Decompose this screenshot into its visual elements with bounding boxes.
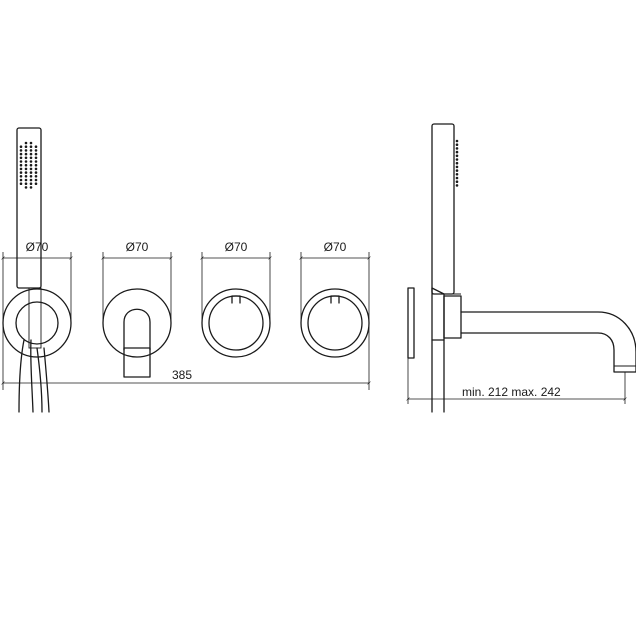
spray-nozzle-dot	[19, 145, 23, 148]
spray-nozzle-dot	[34, 145, 38, 148]
spray-nozzle-dot	[34, 171, 38, 174]
total-width-label: 385	[172, 368, 192, 382]
spray-nozzle-dot	[29, 171, 33, 174]
spray-nozzle-dot	[29, 141, 33, 145]
spout-projection-label: min. 212 max. 242	[462, 385, 561, 399]
spray-nozzle-dot	[455, 150, 459, 154]
hose-outlet-plate	[2, 288, 72, 358]
spray-nozzle-dot	[29, 149, 33, 152]
diameter-label-1: Ø70	[26, 240, 49, 254]
spray-nozzle-dot	[29, 167, 33, 171]
diameter-label-4: Ø70	[324, 240, 347, 254]
spray-nozzle-dot	[455, 143, 459, 146]
diverter-plate	[300, 288, 370, 358]
spray-nozzle-dot	[24, 171, 28, 174]
spray-nozzle-dot	[29, 152, 33, 156]
spray-nozzle-dot	[24, 152, 28, 156]
shower-hose	[18, 339, 50, 413]
spout-side	[460, 311, 636, 373]
spray-nozzle-dot	[19, 156, 23, 160]
spray-nozzle-dot	[455, 165, 459, 169]
spray-nozzle-dot	[34, 167, 38, 171]
spray-nozzle-dot	[24, 175, 28, 178]
spray-nozzle-dot	[29, 182, 33, 185]
spray-nozzle-dot	[24, 149, 28, 152]
spray-nozzle-dot	[29, 160, 33, 163]
wall-plate-side	[407, 287, 415, 359]
side-view: min. 212 max. 242	[406, 123, 636, 413]
spray-nozzle-dot	[24, 167, 28, 171]
spray-nozzle-dot	[34, 175, 38, 178]
spray-nozzle-dot	[455, 161, 459, 165]
spray-nozzle-dot	[24, 145, 28, 148]
spray-nozzle-dot	[455, 173, 459, 176]
spray-nozzle-dot	[29, 156, 33, 160]
mixer-plate	[201, 288, 271, 358]
spray-nozzle-dot	[19, 163, 23, 167]
spray-nozzle-dot	[29, 145, 33, 148]
spray-nozzle-dot	[19, 182, 23, 185]
spray-nozzle-dot	[34, 160, 38, 163]
diameter-label-2: Ø70	[126, 240, 149, 254]
spray-nozzle-dot	[19, 171, 23, 174]
spray-nozzle-dot	[24, 182, 28, 185]
spout-projection-dimension	[406, 355, 627, 404]
spray-nozzle-dot	[34, 152, 38, 156]
spray-nozzles	[19, 141, 38, 189]
hand-shower-side	[431, 123, 462, 341]
front-view: Ø70 Ø70 Ø70 Ø70 385	[1, 127, 371, 413]
spray-nozzle-dot	[29, 186, 33, 189]
spray-nozzle-dot	[34, 178, 38, 182]
spray-nozzle-dot	[34, 156, 38, 160]
spray-nozzles-side	[455, 139, 459, 187]
spray-nozzle-dot	[455, 158, 459, 161]
shower-hose-side	[431, 339, 445, 413]
spray-nozzle-dot	[29, 178, 33, 182]
spray-nozzle-dot	[19, 160, 23, 163]
spray-nozzle-dot	[24, 186, 28, 189]
spray-nozzle-dot	[19, 167, 23, 171]
spray-nozzle-dot	[455, 180, 459, 183]
spray-nozzle-dot	[19, 175, 23, 178]
spray-nozzle-dot	[455, 154, 459, 158]
spray-nozzle-dot	[24, 156, 28, 160]
spray-nozzle-dot	[34, 182, 38, 185]
spray-nozzle-dot	[34, 163, 38, 167]
spray-nozzle-dot	[455, 184, 459, 187]
spray-nozzle-dot	[29, 163, 33, 167]
total-width-dimension	[1, 325, 371, 390]
spray-nozzle-dot	[19, 178, 23, 182]
spray-nozzle-dot	[455, 169, 459, 172]
spray-nozzle-dot	[455, 139, 459, 143]
spray-nozzle-dot	[24, 178, 28, 182]
spray-nozzle-dot	[24, 160, 28, 163]
spout-plate	[102, 288, 172, 378]
spray-nozzle-dot	[19, 149, 23, 152]
spray-nozzle-dot	[455, 147, 459, 150]
spray-nozzle-dot	[29, 175, 33, 178]
diameter-label-3: Ø70	[225, 240, 248, 254]
spray-nozzle-dot	[19, 152, 23, 156]
spray-nozzle-dot	[24, 163, 28, 167]
spray-nozzle-dot	[24, 141, 28, 145]
spray-nozzle-dot	[455, 176, 459, 180]
hand-shower-front	[16, 127, 42, 349]
diameter-dimensions	[1, 252, 371, 325]
spray-nozzle-dot	[34, 149, 38, 152]
